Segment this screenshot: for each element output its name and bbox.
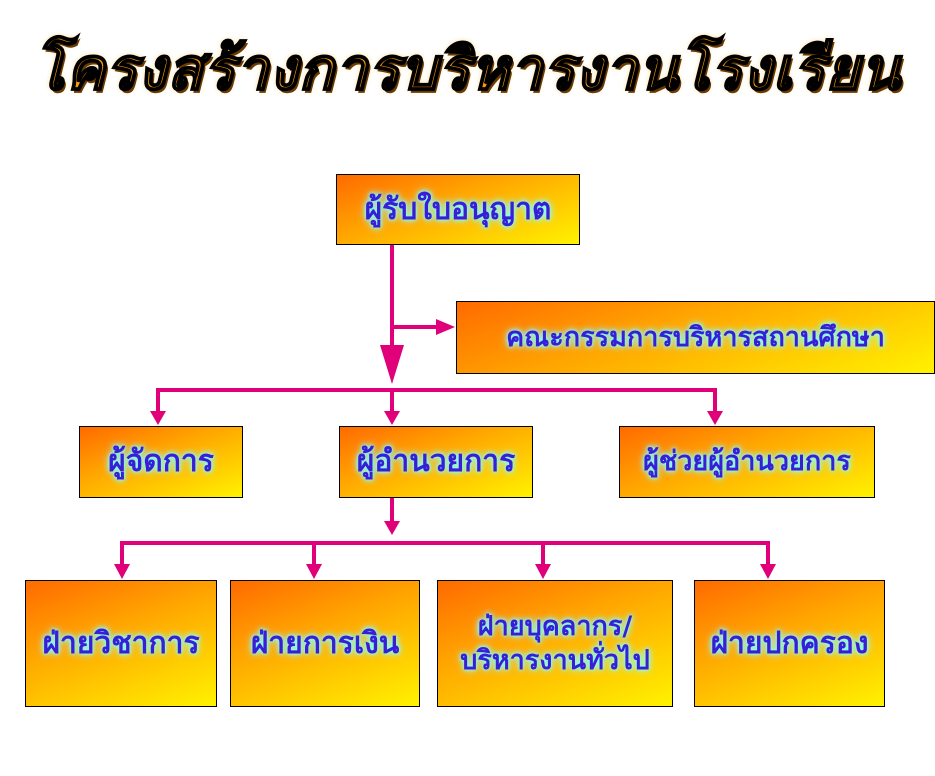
academic-arrowhead [114, 564, 130, 579]
assistant-director-box: ผู้ช่วยผู้อำนวยการ [619, 426, 875, 498]
personnel-arrowhead [535, 564, 551, 579]
personnel-label: ฝ่ายบุคลากร/ บริหารงานทั่วไป [460, 610, 650, 676]
manager-box: ผู้จัดการ [79, 426, 243, 498]
director-label: ผู้อำนวยการ [356, 444, 516, 480]
assistant-director-label: ผู้ช่วยผู้อำนวยการ [643, 446, 851, 478]
manager-label: ผู้จัดการ [108, 444, 214, 480]
finance-label: ฝ่ายการเงิน [250, 625, 400, 661]
governance-box: ฝ่ายปกครอง [694, 580, 885, 707]
personnel-box: ฝ่ายบุคลากร/ บริหารงานทั่วไป [437, 580, 673, 707]
licensee-box: ผู้รับใบอนุญาต [336, 174, 580, 245]
academic-box: ฝ่ายวิชาการ [25, 580, 217, 707]
committee-arrowhead [436, 319, 455, 335]
director-arrowhead [384, 411, 400, 425]
committee-box: คณะกรรมการบริหารสถานศึกษา [456, 301, 935, 374]
academic-label: ฝ่ายวิชาการ [42, 625, 200, 661]
governance-arrowhead [760, 564, 776, 579]
finance-arrowhead [306, 564, 322, 579]
page-title: โครงสร้างการบริหารงานโรงเรียน [33, 34, 902, 104]
licensee-label: ผู้รับใบอนุญาต [364, 191, 552, 227]
manager-arrowhead [150, 411, 166, 425]
director-box: ผู้อำนวยการ [339, 426, 533, 498]
trunk-arrowhead [380, 345, 404, 384]
finance-box: ฝ่ายการเงิน [230, 580, 420, 707]
director-trunk-arrowhead [384, 521, 400, 535]
committee-label: คณะกรรมการบริหารสถานศึกษา [506, 321, 885, 353]
assistant-arrowhead [707, 411, 723, 425]
governance-label: ฝ่ายปกครอง [710, 625, 869, 661]
